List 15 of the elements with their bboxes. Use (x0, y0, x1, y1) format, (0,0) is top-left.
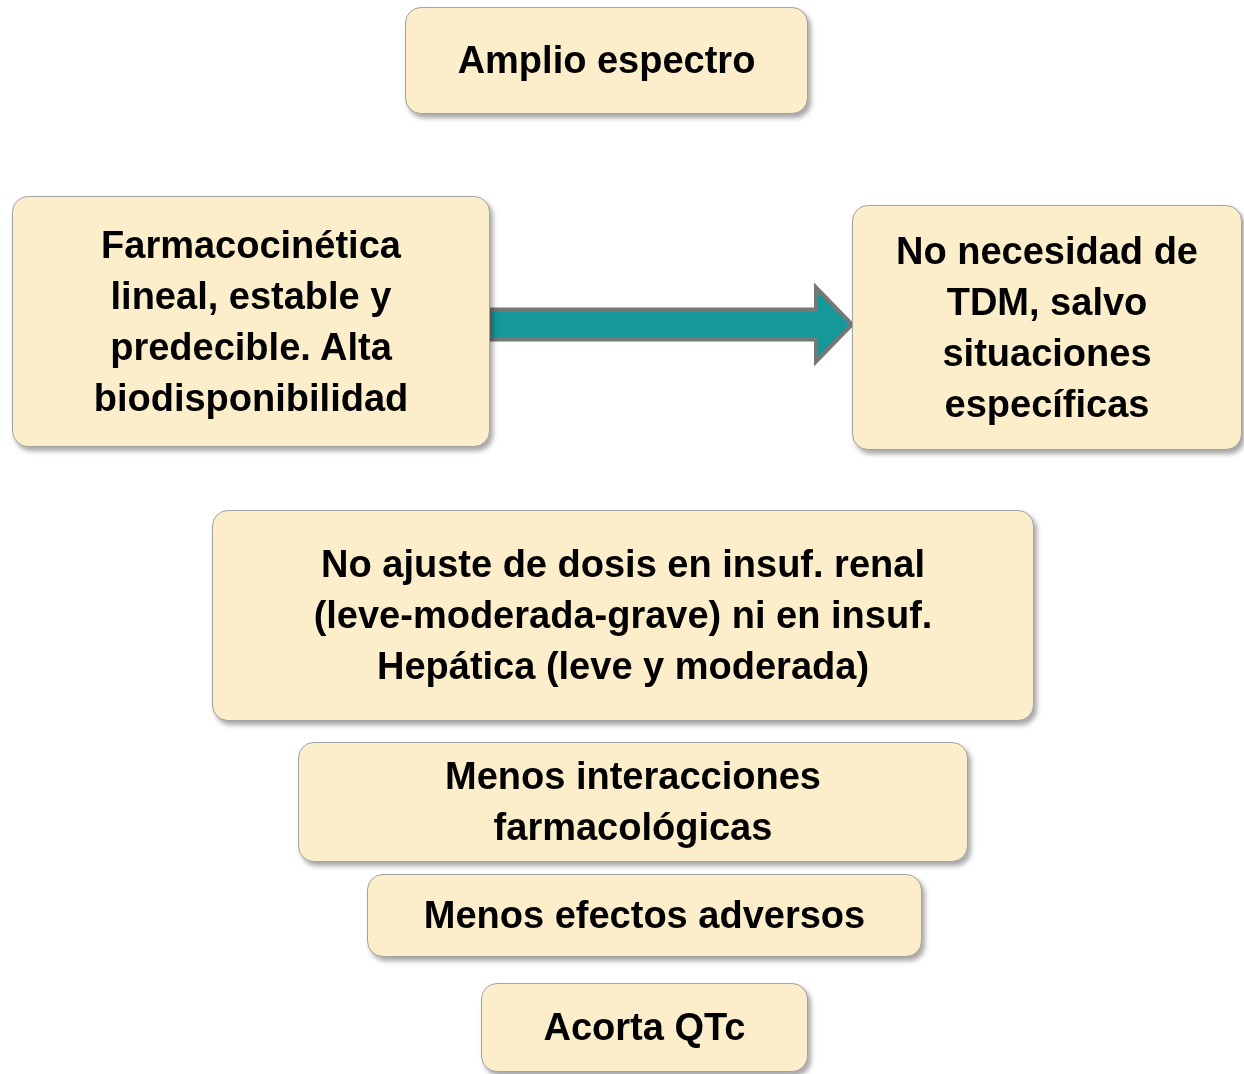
box-text: Acorta QTc (543, 1005, 746, 1050)
box-text: Menos interacciones farmacológicas (444, 754, 822, 850)
text-box (212, 510, 1034, 721)
box-text: Amplio espectro (457, 38, 756, 83)
text-box (852, 205, 1242, 450)
box-text: No ajuste de dosis en insuf. renal (leve-moderada-grave) ni en insuf. Hepática (leve y moderada) (312, 542, 934, 689)
text-box (12, 196, 490, 447)
block-arrow (488, 282, 855, 367)
text-box (298, 742, 968, 862)
text-box (481, 983, 808, 1072)
box-text: No necesidad de TDM, salvo situaciones específicas (895, 228, 1199, 427)
text-box (405, 7, 808, 114)
text-box (367, 874, 922, 957)
box-text: Farmacocinética lineal, estable y predecible. Alta biodisponibilidad (92, 222, 410, 421)
box-text: Menos efectos adversos (423, 893, 866, 938)
